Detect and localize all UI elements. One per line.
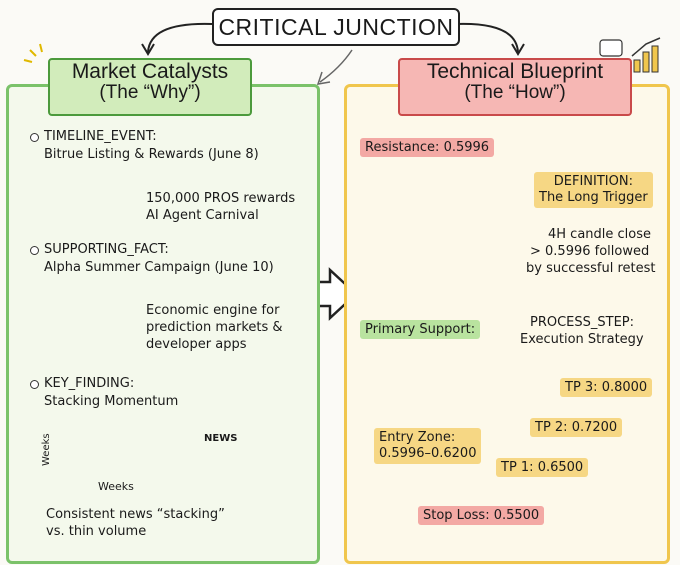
process-line1: PROCESS_STEP: [530,315,635,330]
mini-chart-ylabel: Weeks [41,433,52,466]
trigger-line3: by successful retest [526,261,656,276]
supporting-fact-label: SUPPORTING_FACT: [44,242,169,257]
conclusion-line1: Consistent news “stacking” [46,507,225,522]
timeline-detail-1: 150,000 PROS rewards [146,191,296,206]
supporting-detail-3: developer apps [146,337,247,352]
news-label: NEWS [204,433,238,444]
supporting-fact-value: Alpha Summer Campaign (June 10) [44,260,274,275]
tp2-tag: TP 2: 0.7200 [530,418,623,437]
key-finding-value: Stacking Momentum [44,394,179,409]
definition-line2: The Long Trigger [539,190,648,205]
trigger-line1: 4H candle close [548,227,652,242]
timeline-event-value: Bitrue Listing & Rewards (June 8) [44,147,259,162]
resistance-tag: Resistance: 0.5996 [360,138,495,157]
tp1-tag: TP 1: 0.6500 [496,458,589,477]
key-finding-label: KEY_FINDING: [44,376,135,391]
technical-blueprint-heading: Technical Blueprint (The “How”) [398,58,632,116]
title-left-arrow [147,22,213,53]
tp3-tag: TP 3: 0.8000 [560,378,653,397]
heading-line2: (The “Why”) [99,82,201,104]
timeline-detail-2: AI Agent Carnival [146,208,259,223]
entry-line1: Entry Zone: [379,430,456,445]
process-line2: Execution Strategy [520,332,644,347]
market-catalysts-panel [6,84,320,564]
entry-line2: 0.5996–0.6200 [379,446,477,461]
page-title: CRITICAL JUNCTION [212,8,460,46]
trigger-line2: > 0.5996 followed [530,244,650,259]
bar-chart-icon [599,37,661,73]
bullet-icon [30,380,39,389]
conclusion-line2: vs. thin volume [46,524,147,539]
sparkle-icon [23,43,43,63]
supporting-detail-1: Economic engine for [146,303,280,318]
bullet-icon [30,246,39,255]
market-catalysts-heading: Market Catalysts (The “Why”) [48,58,252,116]
timeline-event-label: TIMELINE_EVENT: [44,129,157,144]
title-right-arrow [455,22,519,53]
stop-loss-tag: Stop Loss: 0.5500 [418,506,545,525]
supporting-detail-2: prediction markets & [146,320,283,335]
entry-zone-tag: Entry Zone: 0.5996–0.6200 [374,428,482,464]
mini-chart-xlabel: Weeks [98,480,134,493]
heading-line1: Technical Blueprint [426,60,604,83]
definition-line1: DEFINITION: [553,174,633,189]
bullet-icon [30,133,39,142]
heading-line2: (The “How”) [464,82,566,104]
definition-tag: DEFINITION: The Long Trigger [534,172,653,208]
support-tag: Primary Support: [360,320,481,339]
heading-line1: Market Catalysts [71,60,229,83]
